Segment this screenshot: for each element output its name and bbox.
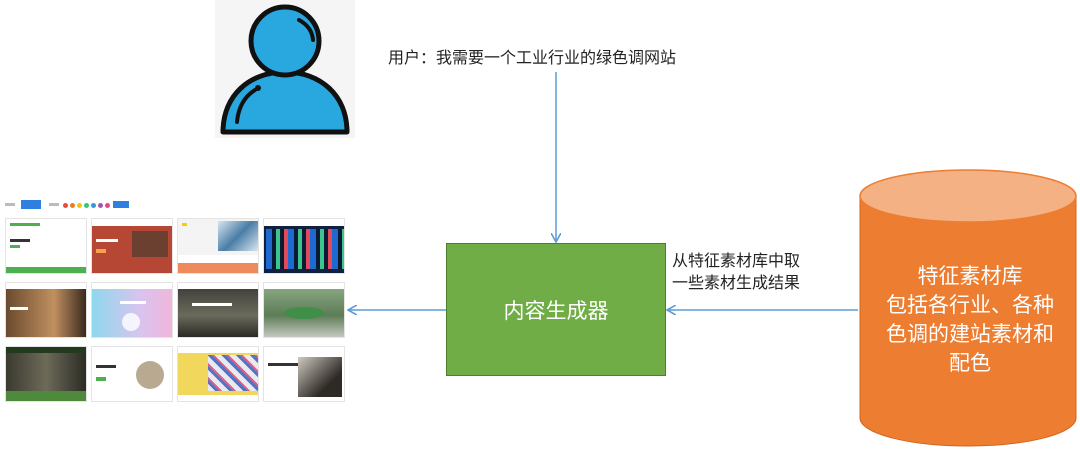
retrieve-label: 从特征素材库中取 一些素材生成结果 xyxy=(672,250,800,294)
result-template-collage xyxy=(5,198,345,403)
database-label-line: 配色 xyxy=(949,351,991,375)
retrieve-label-line: 从特征素材库中取 xyxy=(672,251,801,270)
database-cylinder xyxy=(859,169,1077,447)
template-thumbnail xyxy=(177,282,259,338)
filter-bar xyxy=(5,198,345,212)
template-thumbnail xyxy=(177,218,259,274)
template-thumbnail xyxy=(5,282,87,338)
retrieve-label-line: 一些素材生成结果 xyxy=(672,273,801,292)
content-generator-label: 内容生成器 xyxy=(503,298,609,323)
database-label-line: 特征素材库 xyxy=(917,264,1023,288)
template-thumbnail xyxy=(263,218,345,274)
database-label-line: 包括各行业、各种 xyxy=(886,293,1054,317)
content-generator-box: 内容生成器 xyxy=(446,243,666,376)
template-thumbnail xyxy=(263,282,345,338)
template-thumbnail xyxy=(5,218,87,274)
user-query-text: 用户：我需要一个工业行业的绿色调网站 xyxy=(388,48,677,67)
database-label-line: 色调的建站素材和 xyxy=(886,322,1054,346)
user-icon xyxy=(215,0,355,138)
template-thumbnail xyxy=(91,282,173,338)
template-thumbnail xyxy=(177,346,259,402)
template-thumbnail xyxy=(5,346,87,402)
template-thumbnail xyxy=(91,346,173,402)
template-thumbnail xyxy=(91,218,173,274)
database-label: 特征素材库 包括各行业、各种 色调的建站素材和 配色 xyxy=(862,262,1078,378)
template-thumbnail xyxy=(263,346,345,402)
